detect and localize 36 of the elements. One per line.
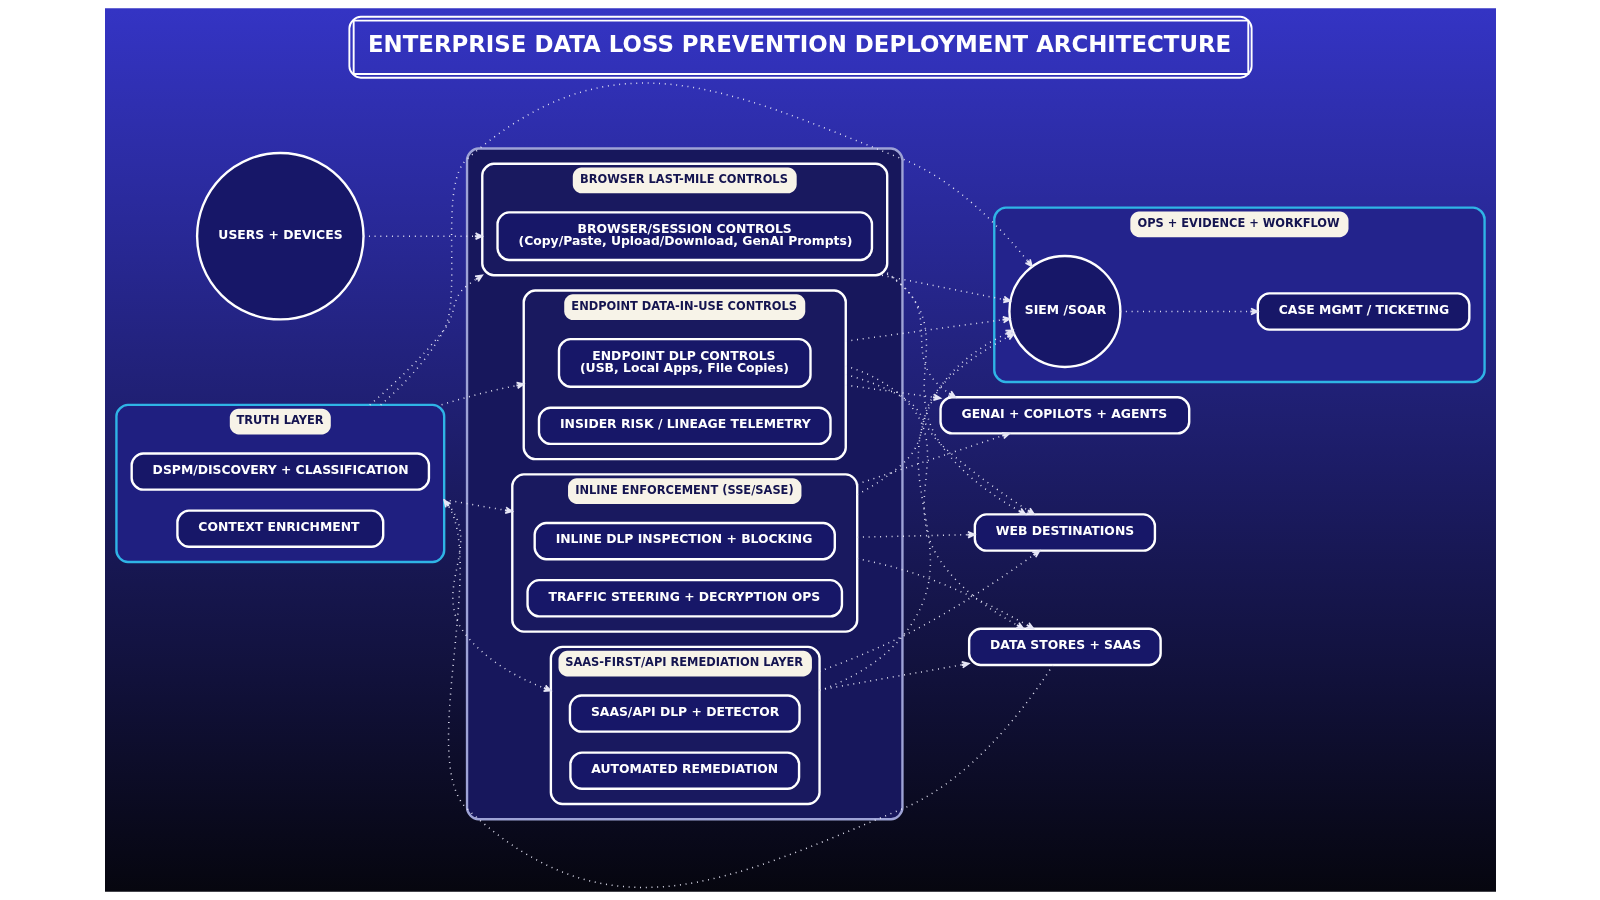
arrow (855, 431, 1010, 485)
node-box: TRAFFIC STEERING + DECRYPTION OPS (525, 578, 843, 618)
arrow (844, 373, 1035, 516)
arrow (442, 499, 1054, 889)
arrow (1119, 307, 1259, 316)
arrow (818, 661, 970, 691)
arrow (368, 274, 483, 406)
arrow (844, 384, 941, 402)
arrow (855, 557, 1034, 630)
arrow (885, 272, 1026, 516)
arrow (442, 498, 513, 515)
cluster (465, 147, 904, 821)
arrow (885, 273, 956, 398)
node-box: INLINE DLP INSPECTION + BLOCKING (533, 521, 836, 561)
node-box: CONTEXT ENRICHMENT (175, 509, 384, 548)
arrow (440, 381, 524, 406)
arrow (844, 365, 1024, 630)
node-circle: USERS + DEVICES (195, 151, 365, 321)
arrow (844, 316, 1011, 342)
arrow (818, 550, 1040, 673)
diagram-title: ENTERPRISE DATA LOSS PREVENTION DEPLOYMENT ARCHITECTURE (367, 31, 1231, 58)
node-box: SAAS/API DLP + DETECTOR (568, 694, 801, 733)
arrow (855, 530, 975, 539)
node-box: ENDPOINT DLP CONTROLS (USB, Local Apps, File Copies) (557, 337, 812, 388)
arrow (379, 82, 1033, 406)
node-box: AUTOMATED REMEDIATION (568, 751, 800, 790)
node-box: INSIDER RISK / LINEAGE TELEMETRY (537, 406, 832, 446)
node-box: WEB DESTINATIONS (973, 513, 1156, 552)
node-box: CASE MGMT / TICKETING (1256, 292, 1470, 331)
node-box: DSPM/DISCOVERY + CLASSIFICATION (130, 452, 430, 491)
node-box: BROWSER/SESSION CONTROLS (Copy/Paste, Upload/Download, GenAI Prompts) (495, 211, 873, 262)
node-box: GENAI + COPILOTS + AGENTS (938, 396, 1190, 435)
arrow (362, 232, 483, 240)
arrow (442, 499, 552, 692)
arrow (880, 274, 1011, 304)
node-box: DATA STORES + SAAS (967, 627, 1162, 667)
